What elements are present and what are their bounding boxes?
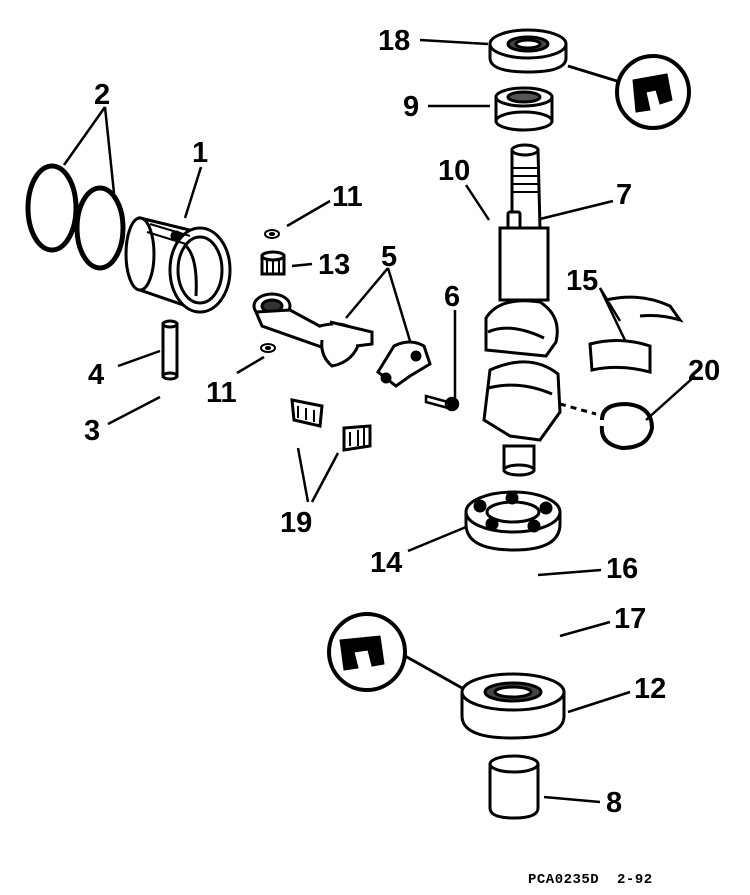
crankshaft bbox=[482, 143, 562, 477]
callout-13: 13 bbox=[318, 249, 350, 281]
callout-7: 7 bbox=[616, 179, 632, 211]
callout-8: 8 bbox=[606, 787, 622, 819]
callout-15: 15 bbox=[566, 265, 598, 297]
drawing-reference: PCA0235D 2-92 bbox=[528, 872, 653, 888]
lubricant-icon-top bbox=[615, 54, 691, 130]
callout-14: 14 bbox=[370, 547, 402, 579]
main-ball-bearing bbox=[464, 490, 562, 552]
callout-4: 4 bbox=[88, 359, 104, 391]
callout-9: 9 bbox=[403, 91, 419, 123]
connecting-rod-cap bbox=[376, 340, 432, 388]
drawing-code: PCA0235D bbox=[528, 872, 600, 888]
wrist-pin bbox=[161, 319, 179, 381]
callout-10: 10 bbox=[438, 155, 470, 187]
callout-18: 18 bbox=[378, 25, 410, 57]
callout-12: 12 bbox=[634, 673, 666, 705]
woodruff-key bbox=[480, 226, 496, 242]
main-bearing-halves bbox=[588, 295, 684, 374]
top-needle-bearing bbox=[494, 86, 554, 132]
snap-ring-16 bbox=[492, 565, 532, 583]
callout-11-bottom: 11 bbox=[206, 377, 237, 409]
connecting-rod bbox=[252, 292, 374, 368]
top-seal bbox=[488, 28, 568, 74]
callout-2: 2 bbox=[94, 79, 110, 111]
callout-3: 3 bbox=[84, 415, 100, 447]
callout-11-top: 11 bbox=[332, 181, 363, 213]
callout-1: 1 bbox=[192, 137, 208, 169]
retaining-ring-20 bbox=[599, 401, 655, 451]
callout-19: 19 bbox=[280, 507, 312, 539]
lubricant-icon-bottom bbox=[327, 612, 407, 692]
callout-labels: 1 2 3 4 5 6 7 8 9 10 11 11 12 13 14 15 1… bbox=[84, 25, 720, 819]
drawing-date: 2-92 bbox=[617, 872, 653, 888]
callout-20: 20 bbox=[688, 355, 720, 387]
retaining-ring-dash bbox=[559, 402, 597, 416]
retaining-clip bbox=[160, 388, 172, 396]
bushing bbox=[488, 754, 540, 820]
callout-16: 16 bbox=[606, 553, 638, 585]
retaining-ring-17 bbox=[462, 610, 554, 659]
piston-rings bbox=[25, 163, 126, 271]
callout-6: 6 bbox=[444, 281, 460, 313]
rod-bolt bbox=[424, 394, 460, 412]
bottom-seal bbox=[460, 672, 566, 740]
rod-bearing-cages bbox=[290, 398, 372, 452]
piston bbox=[124, 216, 232, 314]
wrist-pin-bearing bbox=[260, 250, 286, 276]
callout-5: 5 bbox=[381, 241, 397, 273]
callout-17: 17 bbox=[614, 603, 646, 635]
thrust-washers bbox=[260, 229, 280, 353]
